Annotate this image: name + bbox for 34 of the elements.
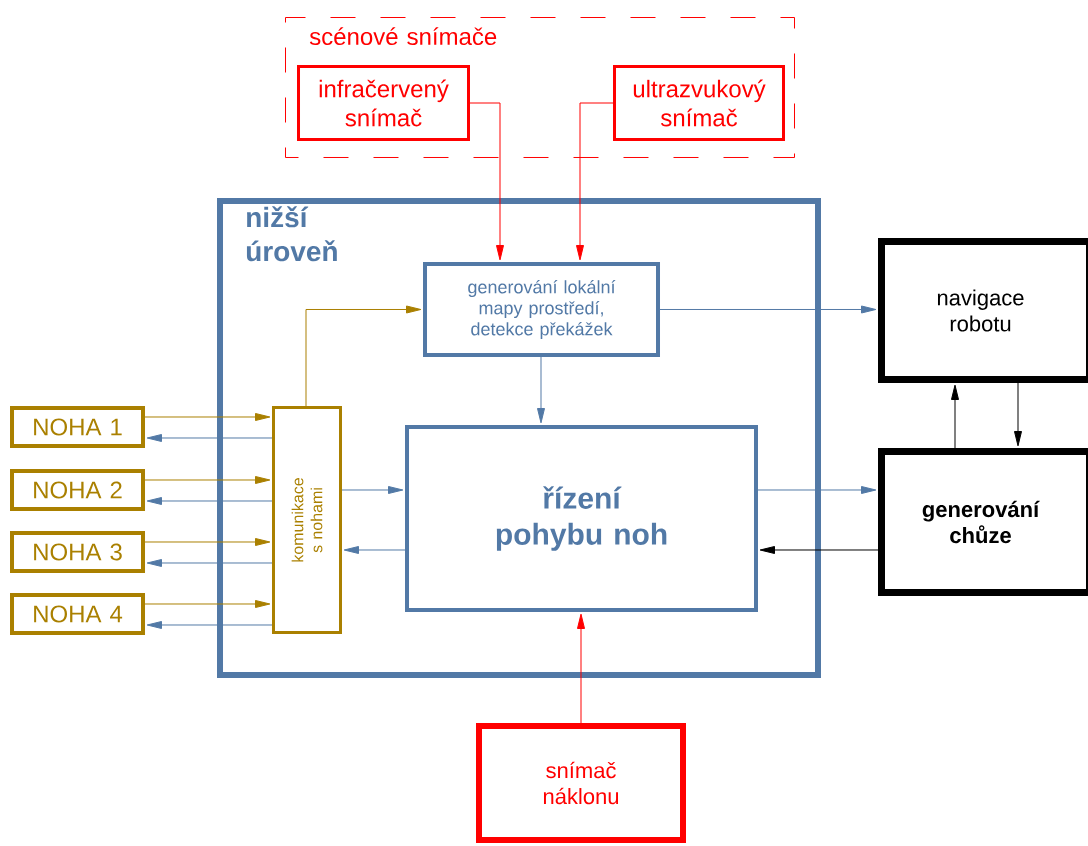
arrow bbox=[757, 486, 877, 494]
arrow bbox=[146, 621, 273, 629]
arrow bbox=[341, 486, 404, 494]
process-box: komunikace s nohami bbox=[272, 406, 342, 634]
arrow bbox=[1014, 382, 1022, 447]
leg-box: NOHA 3 bbox=[10, 531, 145, 573]
arrow bbox=[305, 305, 422, 407]
arrow bbox=[146, 497, 273, 505]
arrow bbox=[144, 476, 271, 484]
arrow bbox=[343, 546, 406, 554]
leg-box: NOHA 1 bbox=[10, 406, 145, 448]
leg-box: NOHA 4 bbox=[10, 593, 145, 635]
arrow bbox=[146, 434, 273, 442]
process-box: řízení pohybu noh bbox=[405, 425, 758, 612]
leg-box: NOHA 2 bbox=[10, 469, 145, 511]
sensor-box: snímač náklonu bbox=[476, 723, 686, 843]
arrow bbox=[146, 559, 273, 567]
arrow bbox=[537, 356, 545, 424]
arrow bbox=[144, 538, 271, 546]
sensor-box: ultrazvukový snímač bbox=[613, 65, 785, 141]
process-box: generování lokální mapy prostředí, detekce překážek bbox=[423, 262, 660, 357]
arrow bbox=[144, 600, 271, 608]
arrow bbox=[144, 413, 271, 421]
process-box: navigace robotu bbox=[878, 238, 1088, 383]
arrow bbox=[659, 305, 877, 314]
arrow bbox=[577, 613, 585, 724]
arrow bbox=[576, 102, 614, 261]
sensor-box: infračervený snímač bbox=[297, 65, 470, 141]
group-heading: nižší úroveň bbox=[246, 206, 337, 262]
arrow bbox=[469, 102, 504, 261]
process-box: generování chůze bbox=[878, 448, 1088, 596]
arrow bbox=[951, 384, 959, 449]
arrow bbox=[759, 546, 879, 554]
group-heading: scénové snímače bbox=[309, 27, 497, 46]
